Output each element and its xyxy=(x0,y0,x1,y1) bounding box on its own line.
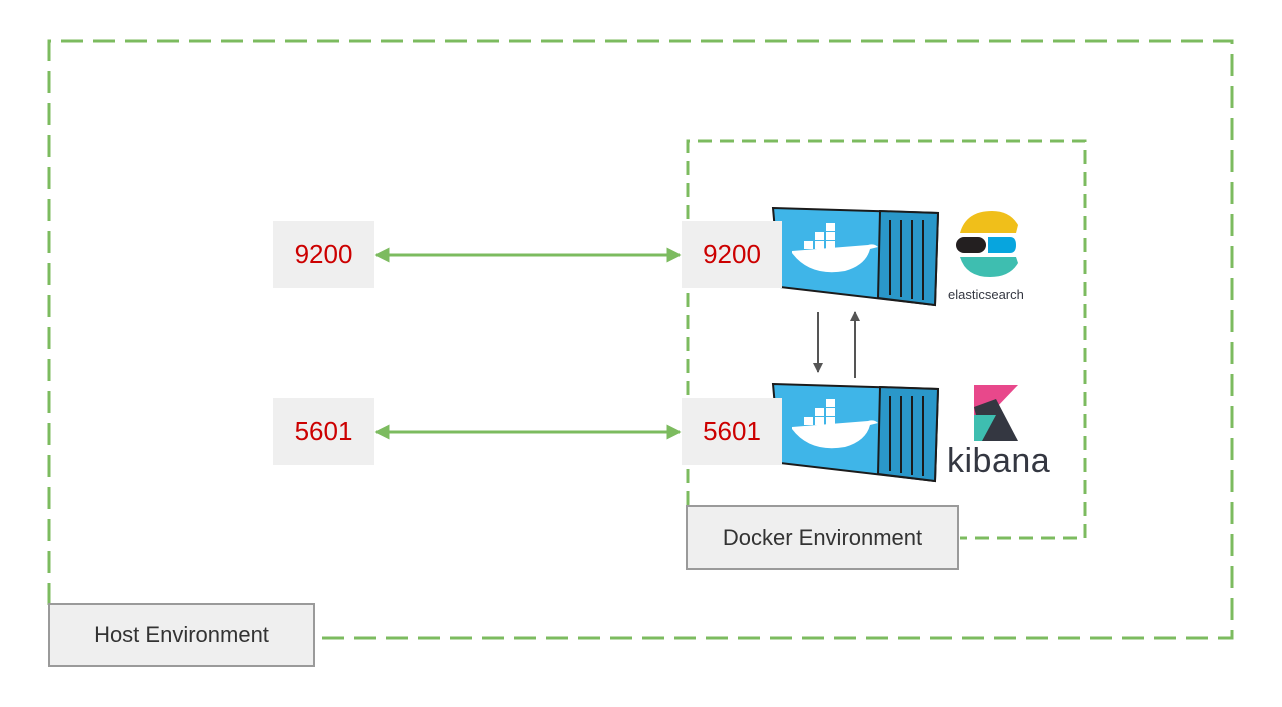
docker-environment-label: Docker Environment xyxy=(686,505,959,570)
docker-port-5601: 5601 xyxy=(682,398,782,465)
elasticsearch-logo-icon xyxy=(956,211,1018,277)
docker-port-9200: 9200 xyxy=(682,221,782,288)
host-port-5601: 5601 xyxy=(273,398,374,465)
docker-whale-icon xyxy=(792,399,878,449)
kibana-logo-icon xyxy=(974,385,1018,441)
host-port-9200: 9200 xyxy=(273,221,374,288)
docker-container-icon xyxy=(771,206,940,307)
kibana-logo-text: kibana xyxy=(947,442,1051,480)
host-environment-border xyxy=(47,39,1234,640)
elasticsearch-logo-text: elasticsearch xyxy=(948,287,1024,302)
docker-container-icon xyxy=(771,382,940,483)
host-environment-label: Host Environment xyxy=(48,603,315,667)
docker-whale-icon xyxy=(792,223,878,273)
